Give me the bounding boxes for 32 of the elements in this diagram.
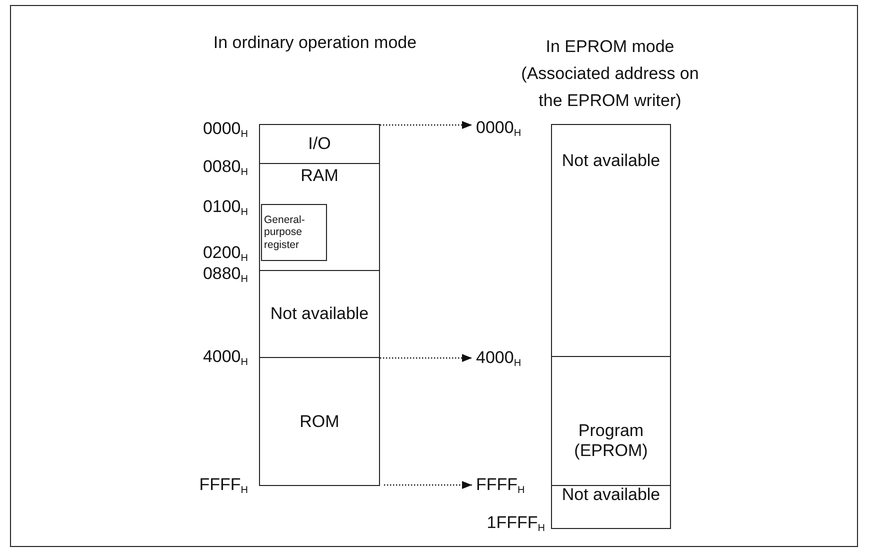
region-text: RAM	[300, 166, 338, 186]
address-label: 0000$_{H}$	[476, 118, 522, 139]
memory-region	[551, 356, 671, 486]
address-label: 0080$_{H}$	[202, 157, 248, 178]
memory-region	[259, 163, 380, 271]
address-label: 0000$_{H}$	[202, 119, 248, 140]
region-text: Not available	[562, 151, 660, 171]
arrow	[380, 121, 472, 129]
region-text: Program (EPROM)	[573, 421, 649, 461]
address-label: FFFF$_{H}$	[476, 475, 525, 496]
region-text: General-purpose register	[264, 214, 306, 251]
arrow	[380, 354, 472, 362]
column-heading: In ordinary operation mode	[212, 33, 418, 53]
region-text: ROM	[300, 412, 340, 432]
address-label: 4000$_{H}$	[476, 348, 522, 369]
memory-region	[551, 124, 671, 357]
region-text: Not available	[562, 486, 660, 503]
arrow	[384, 481, 472, 489]
memory-region	[551, 485, 671, 529]
address-label: 0880$_{H}$	[202, 264, 248, 285]
column-heading: In EPROM mode (Associated address on the EPROM writer)	[520, 36, 700, 112]
address-label: FFFF$_{H}$	[199, 475, 248, 496]
memory-region	[259, 124, 380, 164]
region-text: Not available	[270, 304, 369, 324]
address-label: 0100$_{H}$	[202, 197, 248, 218]
address-label: 0200$_{H}$	[202, 243, 248, 264]
address-label: 1FFFF$_{H}$	[486, 513, 545, 534]
region-text: I/O	[308, 134, 331, 154]
address-label: 4000$_{H}$	[202, 347, 248, 368]
memory-region	[261, 204, 327, 261]
memory-region	[259, 270, 380, 358]
memory-region	[259, 357, 380, 486]
